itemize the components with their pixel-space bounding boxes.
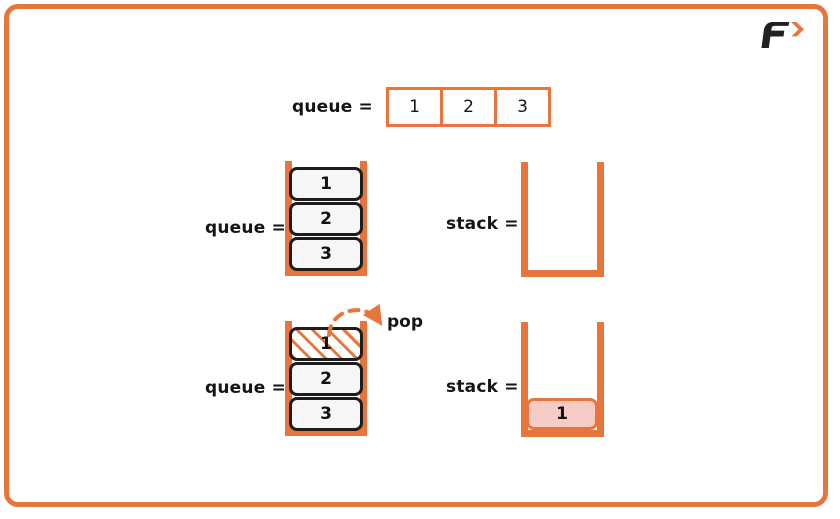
queue-strip-cell: 3 [494,87,551,127]
logo-chevron-glyph [791,22,804,37]
queue-item-initial: 3 [289,237,363,271]
queue-strip-label: queue = [292,97,373,117]
queue-item-after-pop: 2 [289,362,363,396]
queue-item-initial: 1 [289,167,363,201]
stack-item: 1 [526,398,598,430]
stack-container-initial [521,162,604,277]
queue-strip-cell: 2 [440,87,497,127]
pop-arrow-icon [327,303,383,337]
stack-label-initial: stack = [446,214,519,234]
queue-label-initial: queue = [205,218,286,238]
queue-item-popped: 1 [289,327,363,361]
pop-label: pop [387,312,424,332]
queue-strip: 1 2 3 [386,87,551,127]
queue-label-after-pop: queue = [205,378,286,398]
queue-strip-cell: 1 [386,87,443,127]
stack-container-after-pop [521,322,604,437]
slide-frame: queue = 1 2 3 queue = 1 2 3 stack = queu… [4,4,828,507]
f-chevron-logo [761,17,807,55]
logo-f-glyph [761,22,790,48]
queue-container-initial [285,161,367,276]
queue-item-after-pop: 3 [289,397,363,431]
queue-container-after-pop [285,321,367,436]
queue-item-initial: 2 [289,202,363,236]
stack-label-after-pop: stack = [446,377,519,397]
